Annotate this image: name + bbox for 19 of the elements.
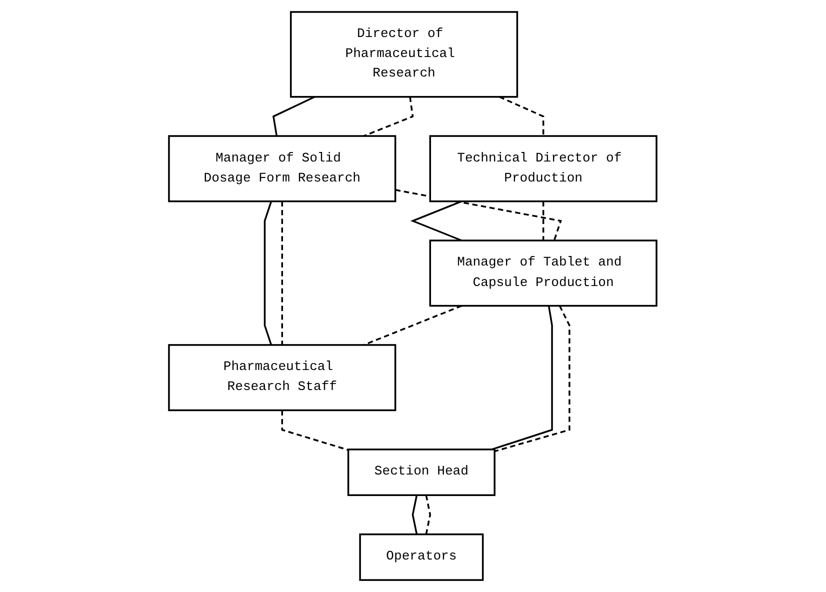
node-box: Director of Pharmaceutical Research [290, 11, 518, 98]
connector [492, 306, 554, 450]
connector [494, 305, 571, 452]
node-box: Operators [359, 533, 484, 581]
node-box: Technical Director of Production [430, 135, 658, 202]
connector [412, 494, 418, 534]
node-box: Manager of Solid Dosage Form Research [168, 135, 396, 202]
connector [282, 201, 284, 345]
connector [426, 494, 432, 534]
connector [272, 96, 316, 136]
connector [364, 96, 414, 137]
connector [499, 96, 544, 136]
node-box: Pharmaceutical Research Staff [168, 344, 396, 412]
connector [395, 189, 562, 241]
node-box: Section Head [348, 448, 496, 496]
connector [282, 410, 349, 451]
node-box: Manager of Tablet and Capsule Production [430, 240, 658, 307]
connector [264, 201, 272, 346]
connector [542, 201, 544, 240]
